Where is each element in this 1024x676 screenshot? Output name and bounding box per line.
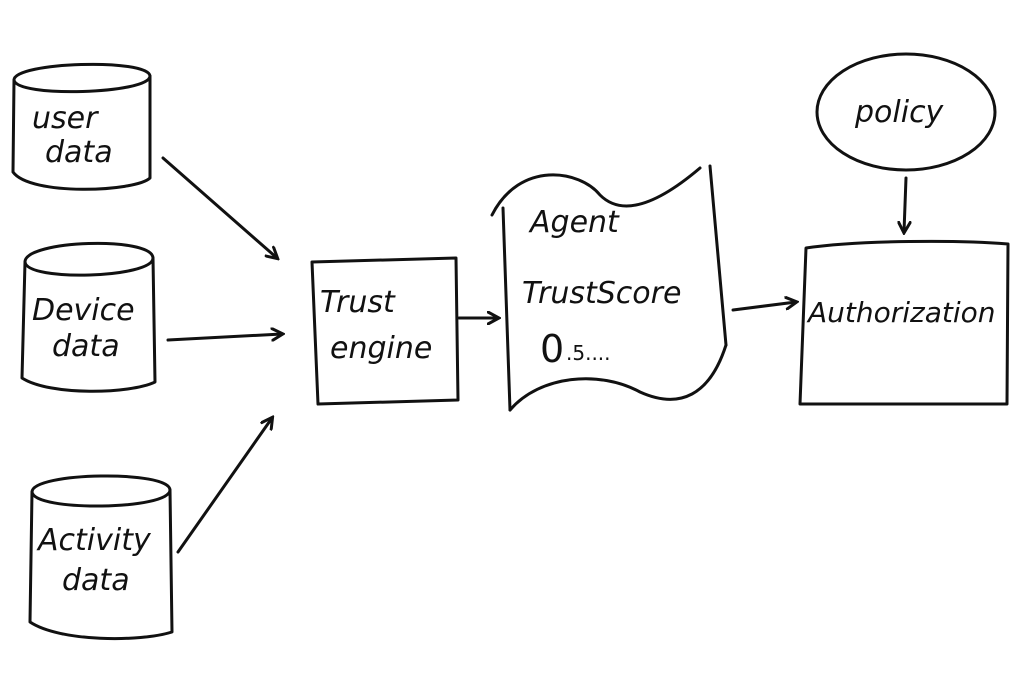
device-data-cylinder: Device data: [20, 241, 157, 393]
user-data-cylinder: user data: [11, 62, 152, 191]
authorization-box: Authorization: [798, 239, 1010, 406]
user-data-label-1: user: [32, 101, 99, 136]
trust-engine-box: Trust engine: [310, 256, 460, 406]
authorization-label: Authorization: [806, 296, 996, 329]
arrow-activity-to-engine: [176, 418, 272, 554]
agent-label: Agent: [528, 205, 620, 240]
arrow-score-to-authorization: [731, 302, 796, 312]
user-data-label-2: data: [45, 135, 113, 170]
device-data-label-2: data: [52, 329, 120, 364]
device-data-label-1: Device: [32, 293, 135, 328]
trust-score-label: TrustScore: [522, 276, 681, 311]
trust-score-value-rest: .5....: [566, 341, 611, 365]
activity-data-label-1: Activity: [36, 523, 152, 558]
policy-ellipse: policy: [815, 52, 997, 172]
arrow-device-to-engine: [166, 334, 282, 340]
activity-data-label-2: data: [62, 563, 130, 598]
trust-engine-label-2: engine: [330, 331, 432, 366]
policy-label: policy: [854, 95, 945, 130]
agent-trust-score-document: Agent TrustScore 0 .5....: [490, 164, 728, 412]
trust-engine-label-1: Trust: [320, 285, 396, 320]
trust-score-value-main: 0: [540, 327, 564, 371]
arrow-user-to-engine: [161, 156, 277, 258]
activity-data-cylinder: Activity data: [28, 474, 174, 641]
arrow-policy-to-authorization: [904, 176, 906, 232]
